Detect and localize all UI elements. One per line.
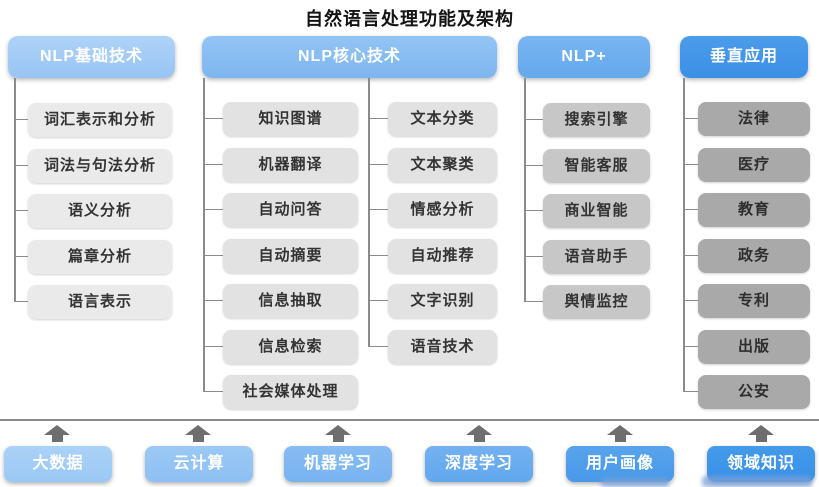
page-title: 自然语言处理功能及架构	[305, 9, 514, 29]
core-tech-item: 情感分析	[368, 193, 497, 227]
watermark-blur	[702, 476, 812, 487]
core-tech-item: 自动推荐	[368, 238, 497, 273]
core-tech-column-right: 文本分类 文本聚类 情感分析 自动推荐 文字识别 语音技术	[368, 102, 497, 375]
up-arrow-icon	[325, 425, 351, 442]
header-nlp-basic-tech: NLP基础技术	[8, 36, 175, 78]
core-tech-item: 信息检索	[203, 329, 358, 364]
core-tech-item: 语音技术	[368, 329, 497, 364]
vertical-app-item: 法律	[683, 102, 810, 136]
vertical-apps-column: 法律 医疗 教育 政务 专利 出版 公安	[683, 102, 810, 421]
nlp-plus-item: 搜索引擎	[524, 103, 650, 137]
core-tech-item: 自动问答	[203, 193, 358, 227]
up-arrow-icon	[466, 425, 492, 442]
basic-tech-item: 语义分析	[14, 194, 172, 228]
connector-line-core-left	[203, 78, 205, 392]
header-vertical-apps: 垂直应用	[680, 36, 808, 78]
up-arrow-icon	[748, 425, 774, 442]
core-tech-item: 文本聚类	[368, 147, 497, 182]
separator-line	[0, 419, 819, 421]
header-nlp-plus: NLP+	[518, 36, 650, 78]
up-arrow-icon	[44, 425, 70, 442]
nlp-plus-item: 语音助手	[524, 239, 650, 274]
basic-tech-item: 语言表示	[14, 285, 172, 319]
basic-tech-item: 篇章分析	[14, 239, 172, 274]
vertical-app-item: 专利	[683, 284, 810, 318]
vertical-app-item: 政务	[683, 238, 810, 273]
core-tech-item: 社会媒体处理	[203, 375, 358, 409]
header-nlp-core-tech: NLP核心技术	[202, 36, 497, 78]
nlp-plus-item: 智能客服	[524, 148, 650, 183]
vertical-app-item: 医疗	[683, 147, 810, 182]
foundation-box-cloud-computing: 云计算	[145, 446, 253, 482]
nlp-plus-item: 舆情监控	[524, 285, 650, 319]
core-tech-item: 机器翻译	[203, 147, 358, 182]
core-tech-item: 信息抽取	[203, 284, 358, 318]
core-tech-column-left: 知识图谱 机器翻译 自动问答 自动摘要 信息抽取 信息检索 社会媒体处理	[203, 102, 358, 421]
up-arrow-icon	[185, 425, 211, 442]
core-tech-item: 文字识别	[368, 284, 497, 318]
connector-line-vertical-apps	[683, 78, 685, 392]
vertical-app-item: 教育	[683, 193, 810, 227]
connector-line-core-right	[368, 78, 370, 346]
watermark-blur	[601, 478, 669, 487]
nlp-plus-item: 商业智能	[524, 194, 650, 228]
vertical-app-item: 公安	[683, 375, 810, 409]
core-tech-item: 知识图谱	[203, 102, 358, 136]
foundation-box-user-profile: 用户画像	[566, 446, 674, 482]
foundation-box-big-data: 大数据	[4, 446, 112, 482]
nlp-plus-column: 搜索引擎 智能客服 商业智能 语音助手 舆情监控	[524, 103, 650, 331]
connector-line-basic	[14, 78, 16, 302]
core-tech-item: 自动摘要	[203, 238, 358, 273]
core-tech-item: 文本分类	[368, 102, 497, 136]
basic-tech-item: 词汇表示和分析	[14, 103, 172, 137]
up-arrow-icon	[607, 425, 633, 442]
foundation-box-deep-learning: 深度学习	[425, 446, 533, 482]
connector-line-nlp-plus	[524, 78, 526, 302]
basic-tech-item: 词法与句法分析	[14, 148, 172, 183]
foundation-box-machine-learning: 机器学习	[284, 446, 392, 482]
basic-tech-column: 词汇表示和分析 词法与句法分析 语义分析 篇章分析 语言表示	[14, 103, 172, 331]
vertical-app-item: 出版	[683, 329, 810, 364]
